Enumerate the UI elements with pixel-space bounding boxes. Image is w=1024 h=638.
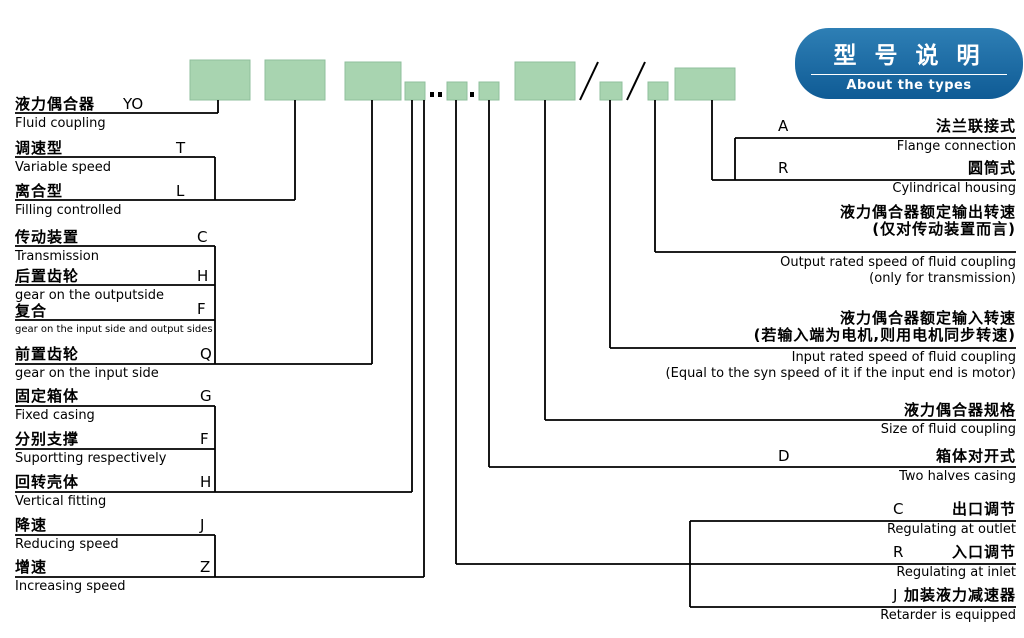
right-item-en: Two halves casing <box>899 469 1016 484</box>
left-item-letter: C <box>197 228 208 246</box>
left-item-zh: 固定箱体 <box>15 387 80 405</box>
vertical-wires <box>214 100 736 607</box>
right-item-zh: 出口调节 <box>951 500 1016 518</box>
right-item-en2: (only for transmission) <box>869 271 1016 286</box>
left-item-zh: 增速 <box>15 558 48 576</box>
code-slashes <box>579 61 646 101</box>
right-item-zh2: (若输入端为电机,则用电机同步转速) <box>753 326 1016 344</box>
right-item-zh: 箱体对开式 <box>935 447 1016 465</box>
right-item-en: Flange connection <box>896 139 1016 154</box>
right-item-en: Output rated speed of fluid coupling <box>780 255 1016 270</box>
left-item-zh: 降速 <box>15 516 48 534</box>
right-item-zh: 液力偶合器额定输出转速 <box>839 203 1016 221</box>
right-item-letter: R <box>893 543 904 561</box>
right-item-en: Regulating at inlet <box>896 565 1016 580</box>
left-item-letter: F <box>200 430 209 448</box>
left-item-en: Filling controlled <box>15 203 122 218</box>
right-item-letter: R <box>778 159 789 177</box>
left-item-zh: 传动装置 <box>15 228 80 246</box>
left-item-letter: Z <box>200 558 211 576</box>
left-item-en: Fluid coupling <box>15 116 106 131</box>
left-item-letter: G <box>200 387 212 405</box>
left-item-letter: H <box>200 473 212 491</box>
left-item-zh: 液力偶合器 <box>15 95 96 113</box>
left-item-en: Fixed casing <box>15 408 95 423</box>
left-item-letter: YO <box>123 95 144 113</box>
left-item-letter: T <box>176 139 186 157</box>
left-item-en: Vertical fitting <box>15 494 107 509</box>
right-item-zh: 液力偶合器额定输入转速 <box>839 309 1016 327</box>
right-item-en: Size of fluid coupling <box>880 422 1016 437</box>
left-item-letter: F <box>197 300 206 318</box>
right-item-letter: J <box>893 586 898 604</box>
right-item-zh: 液力偶合器规格 <box>903 401 1016 419</box>
left-item-zh: 前置齿轮 <box>15 345 80 363</box>
right-item-letter: C <box>893 500 904 518</box>
left-item-zh: 调速型 <box>15 139 64 157</box>
left-item-zh: 回转壳体 <box>15 473 80 491</box>
right-item-letter: A <box>778 117 789 135</box>
left-item-en: gear on the input side <box>15 366 159 381</box>
badge-title-zh: 型 号 说 明 <box>833 43 985 69</box>
left-item-letter: Q <box>200 345 212 363</box>
types-badge: 型 号 说 明 About the types <box>795 28 1023 99</box>
left-item-en: Suportting respectively <box>15 451 167 466</box>
left-item-en: Reducing speed <box>15 537 119 552</box>
underline-wires <box>15 112 1016 608</box>
code-boxes <box>189 59 736 101</box>
right-item-en: Cylindrical housing <box>892 181 1016 196</box>
left-item-zh: 分别支撑 <box>15 430 80 448</box>
right-item-letter: D <box>778 447 790 465</box>
left-item-en: Transmission <box>15 249 99 264</box>
left-item-zh: 离合型 <box>15 182 64 200</box>
left-item-en: gear on the input side and output sides <box>15 324 213 335</box>
left-item-letter: J <box>200 516 205 534</box>
right-item-en2: (Equal to the syn speed of it if the inp… <box>665 366 1016 381</box>
right-item-zh: 圆筒式 <box>967 159 1016 177</box>
left-item-zh: 复合 <box>15 302 48 320</box>
left-item-zh: 后置齿轮 <box>15 267 80 285</box>
left-item-en: Increasing speed <box>15 579 126 594</box>
left-item-letter: L <box>176 182 185 200</box>
left-item-en: Variable speed <box>15 160 112 175</box>
right-item-en: Retarder is equipped <box>880 608 1016 623</box>
right-item-en: Input rated speed of fluid coupling <box>791 350 1016 365</box>
left-item-letter: H <box>197 267 209 285</box>
right-item-zh2: (仅对传动装置而言) <box>872 220 1016 238</box>
code-dots <box>430 92 474 97</box>
right-item-zh: 法兰联接式 <box>935 117 1016 135</box>
right-item-zh: 加装液力减速器 <box>903 586 1016 604</box>
right-item-zh: 入口调节 <box>951 543 1016 561</box>
badge-divider <box>811 74 1007 75</box>
badge-title-en: About the types <box>846 78 972 93</box>
right-item-en: Regulating at outlet <box>886 522 1016 537</box>
left-item-en: gear on the outputside <box>15 288 164 303</box>
